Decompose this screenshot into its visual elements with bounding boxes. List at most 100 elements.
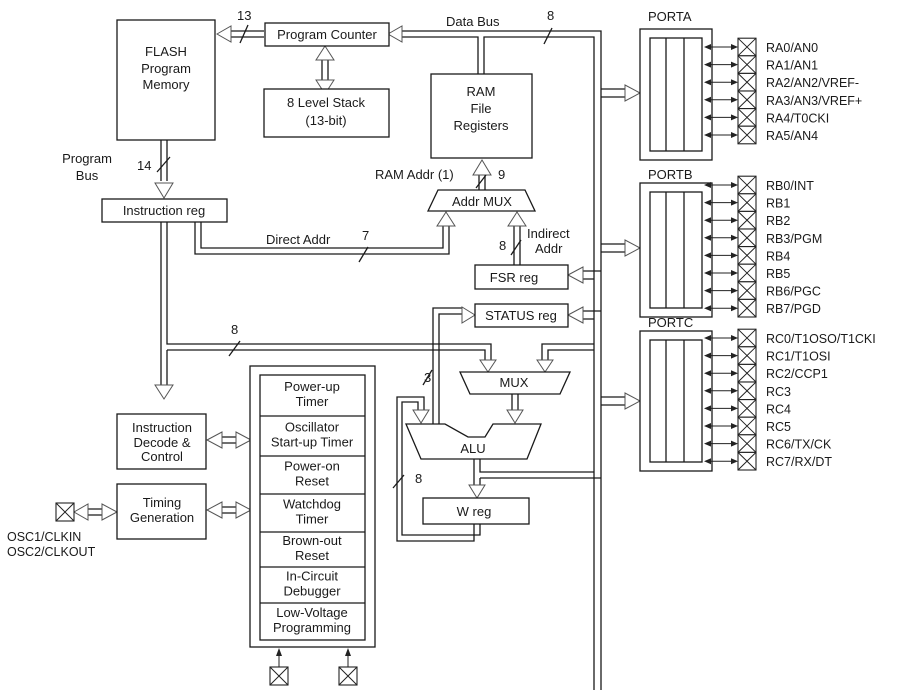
peripheral-label: Timer — [296, 512, 329, 527]
width-14: 14 — [137, 158, 151, 173]
level-stack: 8 Level Stack (13-bit) — [263, 88, 390, 138]
pin-icon — [737, 72, 757, 92]
direct-addr-label: Direct Addr — [266, 232, 331, 247]
pin-icon — [737, 281, 757, 300]
port-pin: RC1/T1OSI — [704, 346, 831, 365]
port-pin: RC2/CCP1 — [704, 363, 828, 383]
peripheral-label: Power-up — [284, 379, 340, 394]
port-pin: RB0/INT — [704, 175, 814, 195]
width-data-bus: 8 — [547, 8, 554, 23]
pin-icon — [737, 381, 757, 401]
pin-icon — [737, 125, 757, 145]
port-title: PORTC — [648, 315, 693, 330]
peripheral-label: In-Circuit — [286, 569, 338, 584]
pin-label: RC6/TX/CK — [766, 438, 832, 452]
addr-mux: Addr MUX — [426, 189, 537, 212]
instruction-reg: Instruction reg — [101, 198, 228, 223]
port-pin: RC0/T1OSO/T1CKI — [704, 328, 876, 348]
pin-icon — [737, 108, 757, 127]
ram-label-1: RAM — [467, 84, 496, 99]
pin-icon — [737, 298, 757, 318]
width-7: 7 — [362, 228, 369, 243]
fsr-reg: FSR reg — [474, 264, 569, 290]
pin-label: RC4 — [766, 402, 791, 416]
pin-label: RB5 — [766, 267, 790, 281]
ram-label-3: Registers — [454, 118, 509, 133]
pin-label: RA2/AN2/VREF- — [766, 76, 859, 90]
pin-label: RA5/AN4 — [766, 129, 818, 143]
pin-icon — [338, 666, 358, 686]
port-pin: RA5/AN4 — [704, 125, 818, 145]
alu-label: ALU — [460, 441, 485, 456]
pin-label: RB0/INT — [766, 179, 814, 193]
width-literal: 8 — [231, 322, 238, 337]
peripheral-label: Brown-out — [282, 533, 342, 548]
pin-icon — [737, 363, 757, 383]
status-reg: STATUS reg — [474, 303, 569, 328]
port-pin: RB4 — [704, 246, 790, 265]
mux-label: MUX — [500, 375, 529, 390]
program-bus-label-2: Bus — [76, 168, 99, 183]
width-9: 9 — [498, 167, 505, 182]
pin-label: RA4/T0CKI — [766, 111, 829, 125]
pin-icon — [737, 263, 757, 283]
pin-label: RB2 — [766, 214, 790, 228]
width-3: 3 — [424, 370, 431, 385]
alu: ALU — [405, 423, 542, 460]
width-w: 8 — [415, 471, 422, 486]
osc-pin — [55, 502, 75, 522]
program-bus-label-1: Program — [62, 151, 112, 166]
peripheral-label: Reset — [295, 474, 329, 489]
pin-icon — [737, 193, 757, 212]
osc2-label: OSC2/CLKOUT — [7, 545, 96, 559]
port-pin: RA1/AN1 — [704, 55, 818, 74]
pin-label: RA0/AN0 — [766, 41, 818, 55]
addr-mux-label: Addr MUX — [452, 194, 512, 209]
width-indirect: 8 — [499, 238, 506, 253]
ram-file-registers: RAM File Registers — [430, 73, 533, 159]
flash-label-3: Memory — [143, 77, 190, 92]
peripheral-label: Start-up Timer — [271, 435, 354, 450]
pin-label: RC3 — [766, 385, 791, 399]
timing-label-1: Timing — [143, 495, 182, 510]
decode-label-1: Instruction — [132, 420, 192, 435]
port-porta: PORTARA0/AN0RA1/AN1RA2/AN2/VREF-RA3/AN3/… — [639, 9, 862, 161]
port-pin: RA0/AN0 — [704, 37, 818, 57]
indirect-addr-label-2: Addr — [535, 241, 563, 256]
port-pin: RA3/AN3/VREF+ — [704, 90, 862, 110]
peripheral-label: Reset — [295, 548, 329, 563]
pin-icon — [737, 399, 757, 418]
bus-wires — [72, 24, 642, 690]
fsr-reg-label: FSR reg — [490, 270, 538, 285]
peripheral-label: Timer — [296, 394, 329, 409]
pin-icon — [737, 228, 757, 248]
port-portb: PORTBRB0/INTRB1RB2RB3/PGMRB4RB5RB6/PGCRB… — [639, 167, 822, 318]
pin-label: RC5 — [766, 420, 791, 434]
timing-generation: Timing Generation — [116, 483, 207, 540]
ram-addr-label: RAM Addr (1) — [375, 167, 454, 182]
timing-label-2: Generation — [130, 510, 194, 525]
port-pin: RC3 — [704, 381, 791, 401]
port-pin: RC4 — [704, 399, 791, 418]
ram-label-2: File — [471, 101, 492, 116]
instruction-reg-label: Instruction reg — [123, 203, 205, 218]
w-reg-label: W reg — [457, 504, 492, 519]
peripheral-label: Oscillator — [285, 420, 340, 435]
program-counter-label: Program Counter — [277, 27, 377, 42]
port-pin: RB6/PGC — [704, 281, 821, 300]
port-pin: RA4/T0CKI — [704, 108, 829, 127]
pin-icon — [737, 346, 757, 365]
decode-label-2: Decode & — [133, 435, 190, 450]
stack-label-2: (13-bit) — [305, 113, 346, 128]
peripheral-label: Debugger — [283, 584, 341, 599]
port-pin: RB7/PGD — [704, 298, 821, 318]
port-portc: PORTC RC0/T1OSO/T1CKIRC1/T1OSIRC2/CCP1RC3… — [639, 315, 876, 472]
port-title: PORTB — [648, 167, 693, 182]
pin-icon — [737, 37, 757, 57]
port-pin: RB3/PGM — [704, 228, 822, 248]
